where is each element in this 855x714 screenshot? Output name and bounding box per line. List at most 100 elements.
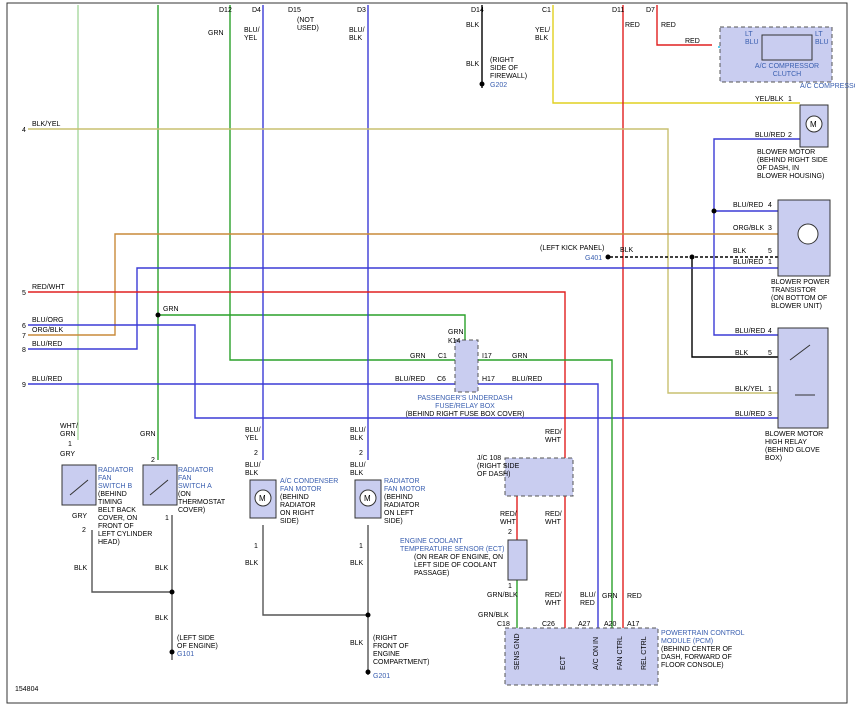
fuse-h17: H17 — [482, 376, 495, 383]
transistor-wire-3: BLU/RED — [733, 259, 763, 266]
wire-label-d11: RED — [625, 22, 640, 29]
terminal-d4: D4 — [252, 7, 261, 14]
pcm-pin-a17: A17 — [627, 621, 640, 628]
rad-pin2: 2 — [359, 450, 363, 457]
relay-wire-1: BLK — [735, 350, 749, 357]
fuse-grn-top: GRN — [448, 329, 464, 336]
g202-id: G202 — [490, 82, 507, 89]
cond-top-wire: BLU/YEL — [245, 427, 261, 442]
jc108-box — [504, 457, 574, 497]
wire-label-c1: YEL/BLK — [535, 27, 550, 42]
fan-switch-b-box — [61, 464, 97, 506]
wire-blk-switch-b — [91, 530, 173, 660]
ect-pin1: 1 — [508, 583, 512, 590]
jc108-left-wire: RED/WHT — [500, 511, 517, 526]
pcm-signal-0: SENS GND — [514, 633, 521, 670]
transistor-wire-1: ORG/BLK — [733, 225, 764, 232]
transistor-wire-2: BLK — [733, 248, 747, 255]
relay-wire-3: BLU/RED — [735, 411, 765, 418]
wire-org-blk — [28, 233, 780, 336]
figure-id: 154804 — [15, 686, 38, 693]
fuse-k14: K14 — [448, 338, 461, 345]
grn-branch-label: GRN — [163, 306, 179, 313]
rad-blk: BLK — [350, 560, 364, 567]
relay-pin-1: 1 — [768, 386, 772, 393]
wire-grn-a20 — [478, 359, 613, 628]
left-pin-8: 8 — [22, 347, 26, 354]
switch-b-pin2: 2 — [82, 527, 86, 534]
svg-text:M: M — [810, 120, 817, 129]
left-pin-wire-2: BLU/ORG — [32, 317, 64, 324]
switch-b-gry: GRY — [60, 451, 75, 458]
transistor-symbol — [797, 223, 819, 245]
g201-id: G201 — [373, 673, 390, 680]
pcm-signal-2: A/C ON IN — [593, 637, 600, 670]
wire-blu-org — [28, 324, 780, 419]
pcm-signal-1: ECT — [560, 655, 567, 670]
rad-mid-wire: BLU/BLK — [350, 462, 366, 477]
svg-text:M: M — [259, 494, 266, 503]
fuse-box-note: (BEHIND RIGHT FUSE BOX COVER) — [406, 411, 525, 418]
left-pin-wire-5: BLU/RED — [32, 376, 62, 383]
g401-id: G401 — [585, 255, 602, 262]
fuse-grn-left: GRN — [410, 353, 426, 360]
left-pin-7: 7 — [22, 333, 26, 340]
switch-a-pin1: 1 — [165, 515, 169, 522]
pcm-wire-0: GRN/BLK — [478, 612, 509, 619]
high-relay-box — [777, 327, 829, 429]
g202-wire: BLK — [466, 61, 480, 68]
pcm-signal-4: REL CTRL — [641, 636, 648, 670]
wires — [28, 5, 830, 675]
wire-blu-red-a27 — [478, 383, 599, 628]
ground-g401 — [605, 254, 611, 260]
cond-pin2: 2 — [254, 450, 258, 457]
pcm-wire-3: GRN — [602, 593, 618, 600]
left-pin-wire-0: BLK/YEL — [32, 121, 61, 128]
wire-label-d3: BLU/BLK — [349, 27, 365, 42]
fuse-relay-box — [454, 339, 479, 393]
switch-b-blk: BLK — [74, 565, 88, 572]
pcm-wire-2: BLU/RED — [580, 592, 596, 607]
left-pin-wire-3: ORG/BLK — [32, 327, 63, 334]
blower-motor-symbol — [805, 115, 823, 133]
transistor-wire-0: BLU/RED — [733, 202, 763, 209]
g401-note: (LEFT KICK PANEL) — [540, 245, 604, 252]
switch-a-pin2: 2 — [151, 457, 155, 464]
ground-g202 — [479, 81, 485, 87]
fuse-c1: C1 — [438, 353, 447, 360]
wire-grn-k14 — [158, 314, 466, 340]
blower-pin2: 2 — [788, 132, 792, 139]
terminal-d11: D11 — [612, 7, 624, 14]
relay-pin-4: 4 — [768, 328, 772, 335]
switch-a-blk: BLK — [155, 565, 169, 572]
components: M M M — [61, 26, 833, 686]
pcm-wire-4: RED — [627, 593, 642, 600]
g101-wire: BLK — [155, 615, 169, 622]
wire-grn-d12 — [229, 5, 455, 361]
svg-text:M: M — [364, 494, 371, 503]
fuse-grn-right: GRN — [512, 353, 528, 360]
ac-red: RED — [685, 38, 700, 45]
pcm-box — [504, 627, 659, 686]
cond-mid-wire: BLU/BLK — [245, 462, 261, 477]
relay-wire-0: BLU/RED — [735, 328, 765, 335]
left-pin-wire-1: RED/WHT — [32, 284, 65, 291]
switch-b-pin1: 1 — [68, 441, 72, 448]
left-pin-5: 5 — [22, 290, 26, 297]
wire-blk-relay5 — [691, 257, 780, 358]
blower-pin1: 1 — [788, 96, 792, 103]
blower-wire1: YEL/BLK — [755, 96, 784, 103]
